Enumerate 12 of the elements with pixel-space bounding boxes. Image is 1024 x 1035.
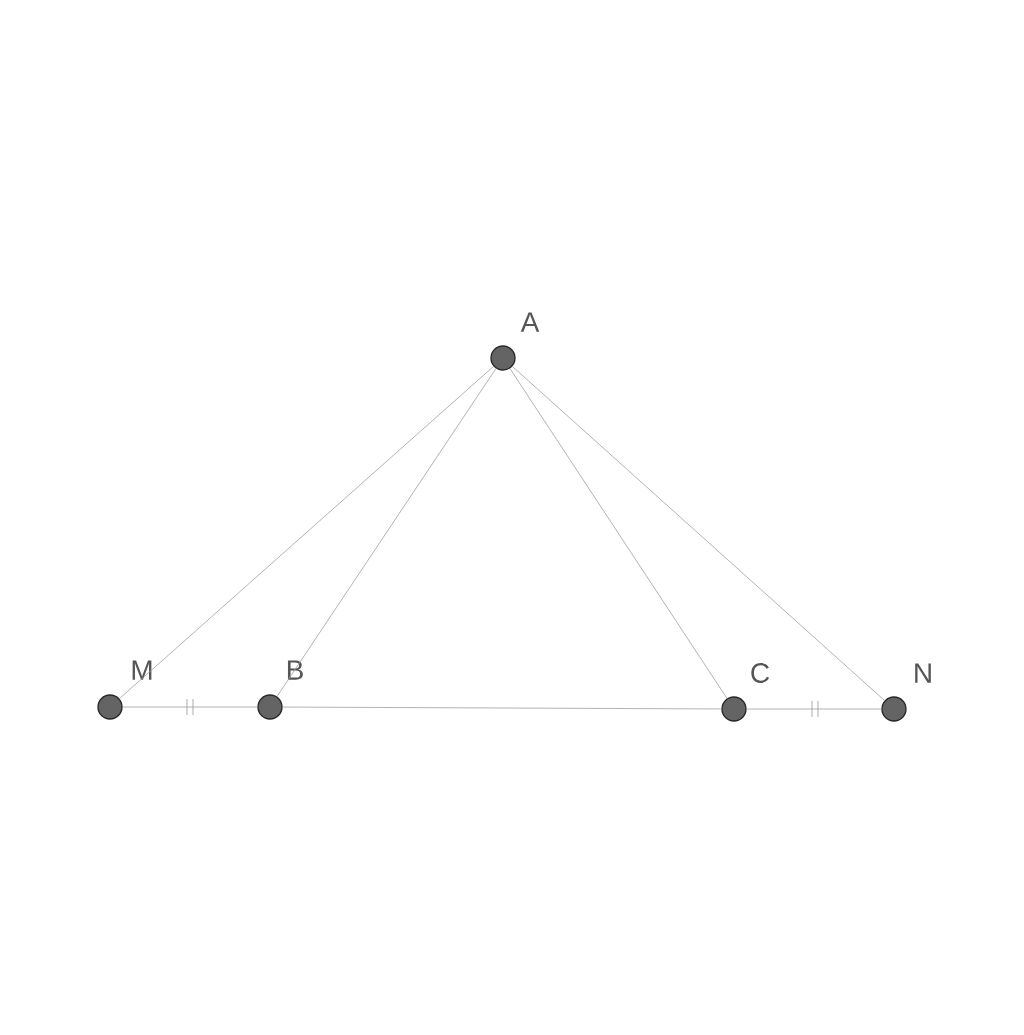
point-label: A (520, 312, 540, 332)
point-label: B (287, 660, 303, 680)
line-segment (746, 708, 882, 710)
line-segment (509, 368, 728, 699)
point-label: M (132, 660, 152, 680)
line-segment (122, 706, 258, 708)
line-segment (276, 368, 497, 697)
point-label: C (751, 663, 770, 683)
line-segment (282, 706, 722, 710)
line-segment (512, 366, 885, 701)
line-segment (119, 366, 494, 699)
point-label: N (915, 663, 931, 683)
